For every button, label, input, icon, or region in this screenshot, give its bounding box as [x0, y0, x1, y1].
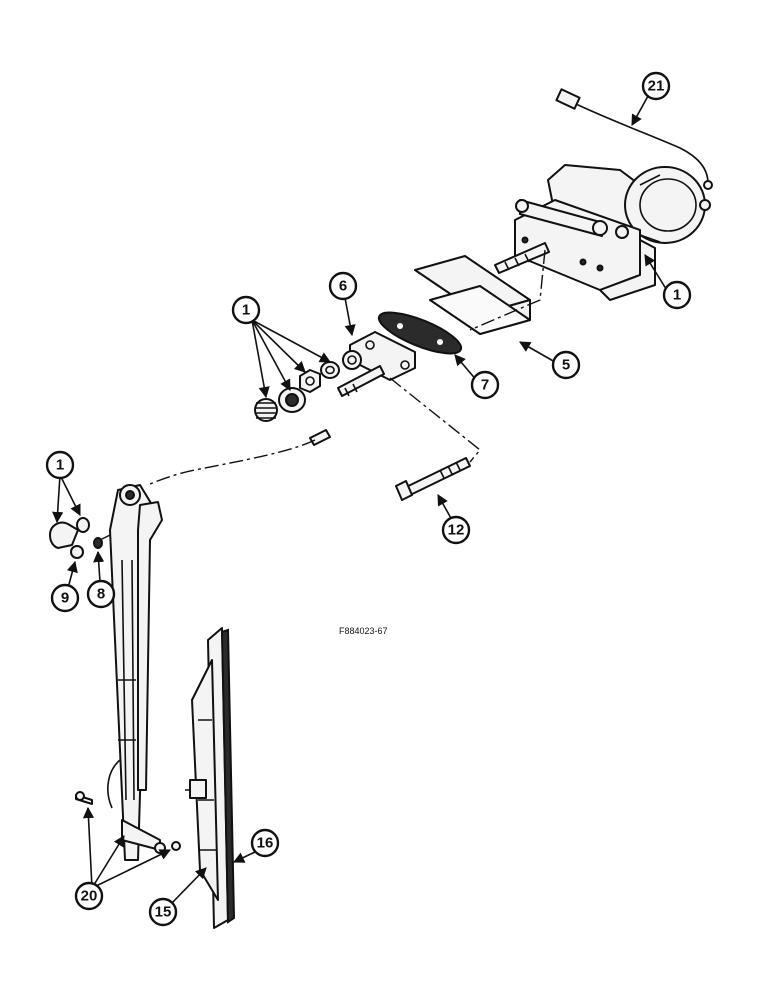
callout-1-cap: 1	[45, 450, 75, 480]
callout-20-label: 20	[81, 888, 98, 905]
callout-9-label: 9	[61, 590, 69, 607]
callout-8-label: 8	[97, 586, 105, 603]
callout-1-motor: 1	[662, 280, 692, 310]
callout-12: 12	[441, 515, 471, 545]
callout-16-label: 16	[257, 835, 274, 852]
callout-7: 7	[470, 370, 500, 400]
callout-7-label: 7	[481, 377, 489, 394]
callout-1-motor-label: 1	[673, 287, 681, 304]
callout-5: 5	[551, 350, 581, 380]
callout-6-label: 6	[339, 278, 347, 295]
callout-1-cap-label: 1	[56, 457, 64, 474]
arm-cap-hardware	[49, 517, 103, 559]
wiper-motor-assembly	[494, 164, 711, 301]
figure-code: F884023-67	[339, 626, 388, 636]
washer-stack	[299, 350, 362, 393]
callout-12-label: 12	[448, 522, 465, 539]
arm-screws	[75, 791, 181, 851]
callout-15: 15	[148, 897, 178, 927]
wiper-arm	[107, 484, 166, 861]
callout-16: 16	[250, 828, 280, 858]
gasket	[377, 311, 463, 355]
callout-5-label: 5	[562, 357, 570, 374]
callout-21: 21	[641, 71, 671, 101]
callout-15-label: 15	[155, 904, 172, 921]
callout-20: 20	[74, 881, 104, 911]
callout-9: 9	[50, 583, 80, 613]
callout-8: 8	[86, 579, 116, 609]
wiper-blade	[189, 627, 236, 929]
callout-1-nuts-label: 1	[242, 302, 250, 319]
mounting-bolt	[395, 457, 471, 501]
mounting-spacer	[414, 255, 531, 335]
knurled-bushings	[254, 387, 331, 446]
callout-6: 6	[328, 271, 358, 301]
callout-1-nuts: 1	[231, 295, 261, 325]
callout-21-label: 21	[648, 78, 665, 95]
wire-harness	[555, 88, 713, 190]
